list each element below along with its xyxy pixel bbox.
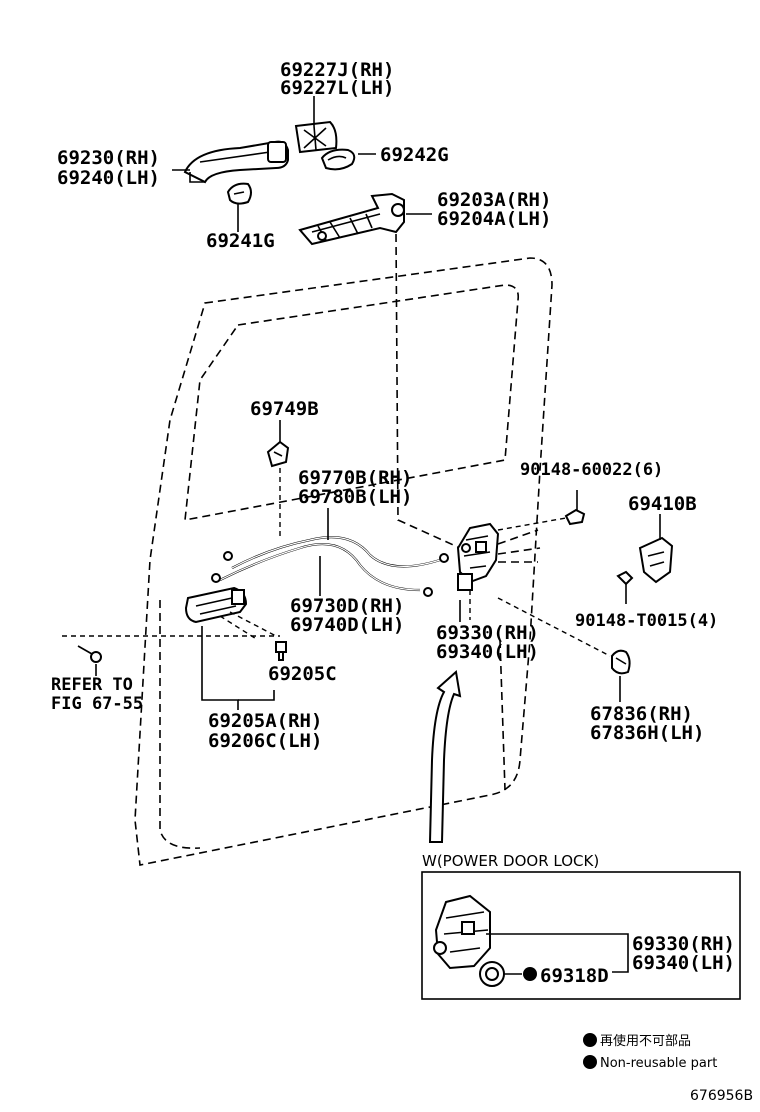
- label-69410b: 69410B: [628, 493, 697, 515]
- legend-text-jp: 再使用不可部品: [600, 1033, 691, 1049]
- inset-lock: [433, 894, 491, 970]
- gasket-69241g: [226, 182, 252, 205]
- cables: [211, 536, 449, 597]
- label-69730d-lh: 69740D(LH): [290, 614, 404, 636]
- screw-90148-60022: [564, 508, 586, 526]
- label-69330-rh: 69330(RH): [436, 622, 539, 644]
- inside-handle: [184, 586, 248, 624]
- handle-frame: [298, 192, 405, 246]
- label-69730d-rh: 69730D(RH): [290, 595, 404, 617]
- inset-label-69330-rh: 69330(RH): [632, 933, 735, 955]
- label-refer-to: REFER TO: [51, 675, 133, 695]
- label-90148-60022: 90148-60022(6): [520, 460, 663, 480]
- figure-id: 676956B: [690, 1088, 753, 1104]
- inset-grommet: [479, 961, 505, 987]
- label-67836-lh: 67836H(LH): [590, 722, 704, 744]
- label-69203a-rh: 69203A(RH): [437, 189, 551, 211]
- label-69227-lh: 69227L(LH): [280, 77, 394, 99]
- cover-67836: [611, 649, 631, 675]
- legend-bullet-jp: [583, 1033, 597, 1047]
- view-arrow: [428, 670, 462, 843]
- label-90148-t0015: 90148-T0015(4): [575, 611, 718, 631]
- striker-69410b: [638, 536, 674, 584]
- label-69330-lh: 69340(LH): [436, 641, 539, 663]
- label-69227-rh: 69227J(RH): [280, 59, 394, 81]
- clip-69749b: [266, 440, 290, 468]
- inset-title: W(POWER DOOR LOCK): [422, 852, 599, 870]
- label-refer-fig: FIG 67-55: [51, 694, 143, 714]
- label-69205a-rh: 69205A(RH): [208, 710, 322, 732]
- legend-bullet-en: [583, 1055, 597, 1069]
- label-69242g: 69242G: [380, 144, 449, 166]
- screw-69205c: [275, 641, 287, 661]
- door-lock: [456, 522, 500, 591]
- label-69230-lh: 69240(LH): [57, 167, 160, 189]
- label-69205c: 69205C: [268, 663, 337, 685]
- non-reusable-mark-inset: [523, 967, 537, 981]
- label-67836-rh: 67836(RH): [590, 703, 693, 725]
- handle-cap: [294, 120, 338, 154]
- inset-label-69330-lh: 69340(LH): [632, 952, 735, 974]
- label-69203a-lh: 69204A(LH): [437, 208, 551, 230]
- inset-label-69318d: 69318D: [540, 965, 609, 987]
- gasket-69242g: [320, 148, 356, 171]
- label-69205a-lh: 69206C(LH): [208, 730, 322, 752]
- inset-box: [421, 871, 741, 1000]
- legend-text-en: Non-reusable part: [600, 1056, 717, 1071]
- outside-handle: [183, 140, 289, 184]
- label-69770b-lh: 69780B(LH): [298, 486, 412, 508]
- label-69749b: 69749B: [250, 398, 319, 420]
- label-69770b-rh: 69770B(RH): [298, 467, 412, 489]
- label-69241g: 69241G: [206, 230, 275, 252]
- label-69230-rh: 69230(RH): [57, 147, 160, 169]
- screw-90148-t0015: [616, 570, 634, 604]
- bolt-refer: [77, 645, 102, 663]
